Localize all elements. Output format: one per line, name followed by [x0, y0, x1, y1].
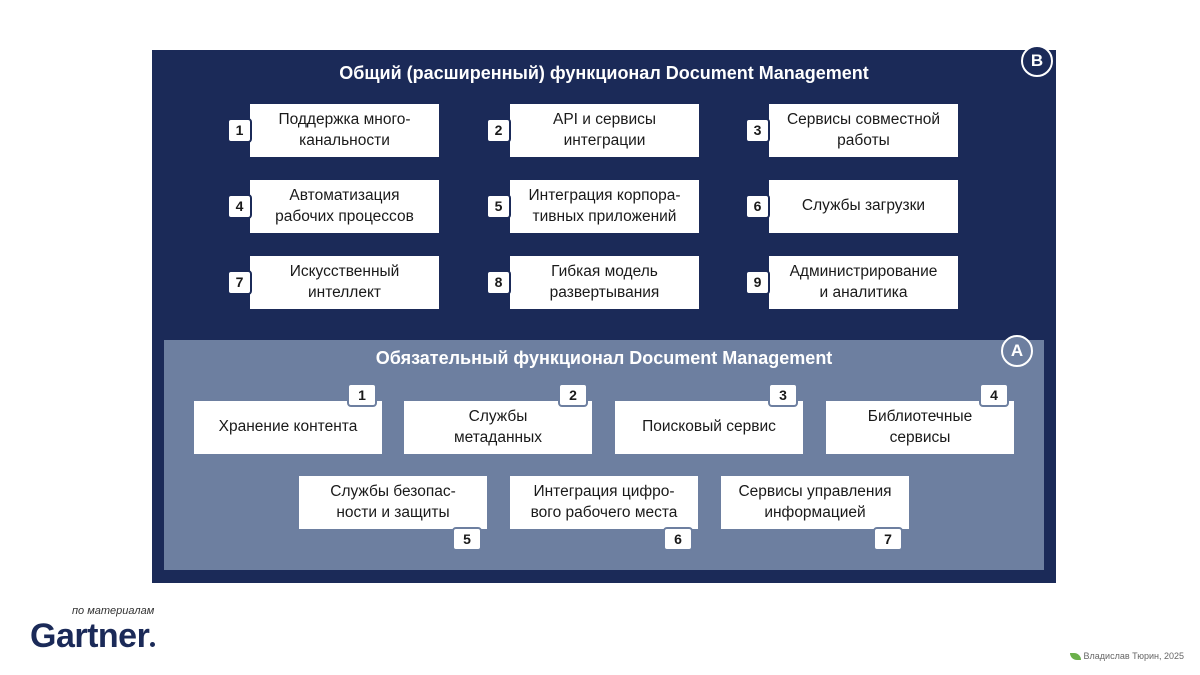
- b-num-2: 2: [486, 118, 511, 143]
- b-card-5: Интеграция корпора- тивных приложений: [510, 180, 699, 233]
- a-card-1: Хранение контента: [194, 401, 382, 454]
- b-card-9: Администрирование и аналитика: [769, 256, 958, 309]
- source-note: по материалам: [72, 605, 155, 617]
- panel-a-badge: A: [1001, 335, 1033, 367]
- a-card-3: Поисковый сервис: [615, 401, 803, 454]
- author-credit: Владислав Тюрин, 2025: [1069, 651, 1184, 661]
- a-card-5: Службы безопас- ности и защиты: [299, 476, 487, 529]
- a-card-label: Службы метаданных: [454, 408, 542, 446]
- a-num-2: 2: [558, 383, 588, 407]
- a-card-label: Службы безопас- ности и защиты: [330, 483, 456, 521]
- a-card-6: Интеграция цифро- вого рабочего места: [510, 476, 698, 529]
- panel-b-badge: B: [1021, 45, 1053, 77]
- a-card-2: Службы метаданных: [404, 401, 592, 454]
- a-num-5: 5: [452, 527, 482, 551]
- gartner-logo: Gartner: [30, 617, 156, 656]
- b-card-4: Автоматизация рабочих процессов: [250, 180, 439, 233]
- a-num-6: 6: [663, 527, 693, 551]
- b-num-5: 5: [486, 194, 511, 219]
- b-card-label: Автоматизация рабочих процессов: [275, 187, 414, 225]
- a-num-3: 3: [768, 383, 798, 407]
- a-card-label: Сервисы управления информацией: [738, 483, 892, 521]
- a-num-1: 1: [347, 383, 377, 407]
- b-card-6: Службы загрузки: [769, 180, 958, 233]
- b-card-2: API и сервисы интеграции: [510, 104, 699, 157]
- extended-panel-title: Общий (расширенный) функционал Document …: [339, 63, 869, 83]
- b-card-3: Сервисы совместной работы: [769, 104, 958, 157]
- b-num-4: 4: [227, 194, 252, 219]
- b-card-label: Интеграция корпора- тивных приложений: [528, 187, 681, 225]
- required-functionality-panel: Обязательный функционал Document Managem…: [164, 335, 1044, 570]
- b-card-7: Искусственный интеллект: [250, 256, 439, 309]
- b-card-label: Искусственный интеллект: [289, 263, 400, 301]
- b-num-8: 8: [486, 270, 511, 295]
- gartner-dot: [150, 642, 156, 647]
- b-card-8: Гибкая модель развертывания: [510, 256, 699, 309]
- b-card-label: Сервисы совместной работы: [786, 111, 941, 149]
- leaf-icon: [1069, 652, 1081, 660]
- b-card-1: Поддержка много- канальности: [250, 104, 439, 157]
- a-card-4: Библиотечные сервисы: [826, 401, 1014, 454]
- b-num-9: 9: [745, 270, 770, 295]
- a-card-7: Сервисы управления информацией: [721, 476, 909, 529]
- gartner-logo-text: Gartner: [30, 617, 150, 655]
- b-num-6: 6: [745, 194, 770, 219]
- a-num-7: 7: [873, 527, 903, 551]
- a-card-label: Библиотечные сервисы: [867, 408, 973, 446]
- a-card-label: Поисковый сервис: [642, 418, 776, 436]
- b-card-label: Поддержка много- канальности: [278, 111, 411, 149]
- credit-text: Владислав Тюрин, 2025: [1083, 651, 1184, 661]
- b-card-label: API и сервисы интеграции: [552, 111, 657, 149]
- b-num-3: 3: [745, 118, 770, 143]
- b-card-label: Гибкая модель развертывания: [549, 263, 660, 301]
- b-num-1: 1: [227, 118, 252, 143]
- b-card-label: Службы загрузки: [801, 197, 926, 215]
- b-num-7: 7: [227, 270, 252, 295]
- required-panel-title: Обязательный функционал Document Managem…: [375, 348, 833, 368]
- a-card-label: Хранение контента: [218, 418, 358, 436]
- a-num-4: 4: [979, 383, 1009, 407]
- b-card-label: Администрирование и аналитика: [789, 263, 938, 301]
- a-card-label: Интеграция цифро- вого рабочего места: [530, 483, 678, 521]
